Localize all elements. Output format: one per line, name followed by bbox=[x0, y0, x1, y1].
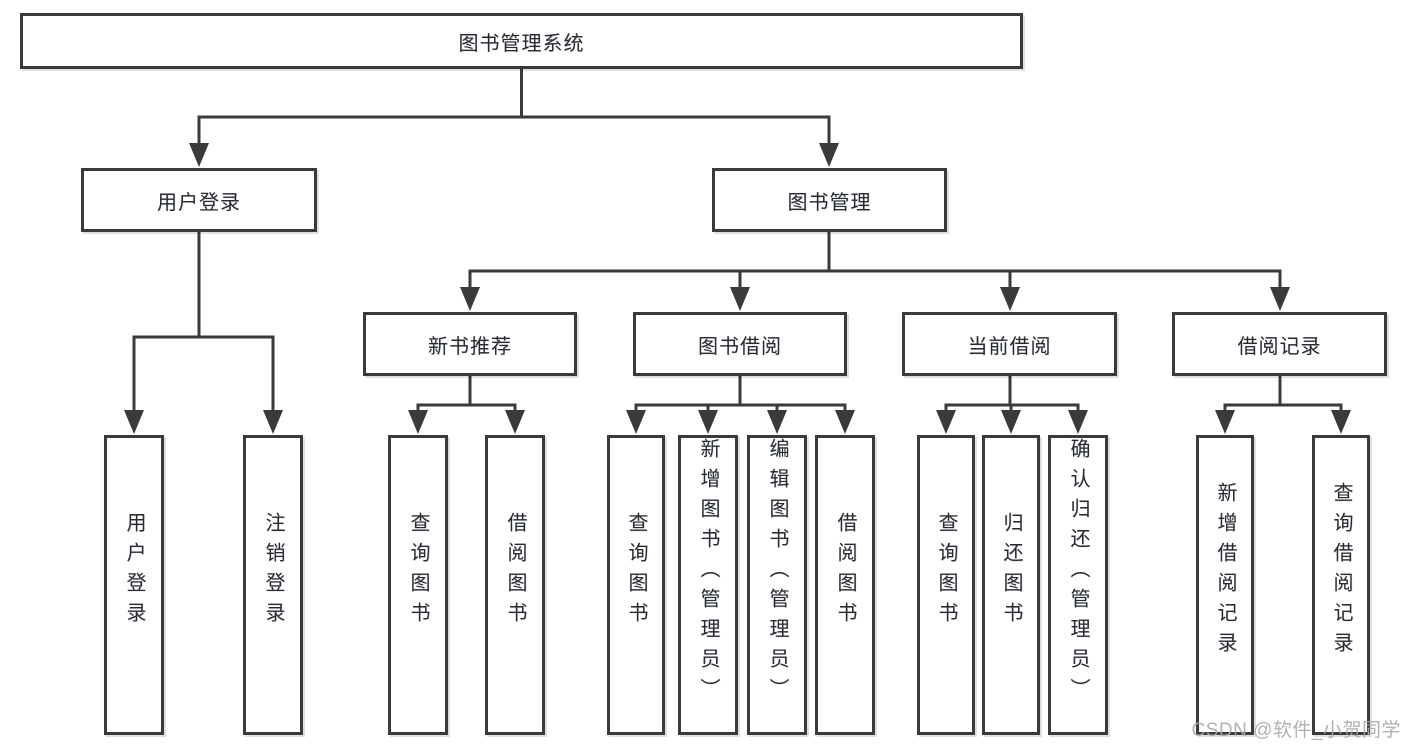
node-label: 新书推荐 bbox=[428, 335, 512, 358]
node-label: 查询图书 bbox=[407, 512, 429, 632]
leaf-borrowing-add-books-admin: 新增图书（管理员） bbox=[678, 435, 738, 735]
node-book-borrowing: 图书借阅 bbox=[633, 312, 847, 376]
node-label: 注销登录 bbox=[262, 512, 284, 632]
leaf-current-confirm-return-admin: 确认归还（管理员） bbox=[1048, 435, 1108, 735]
leaf-records-add-record: 新增借阅记录 bbox=[1196, 435, 1254, 735]
node-current-borrowing: 当前借阅 bbox=[902, 312, 1117, 376]
node-label: 图书管理 bbox=[787, 191, 872, 214]
leaf-user-login: 用户登录 bbox=[104, 435, 164, 735]
node-library-management-system: 图书管理系统 bbox=[20, 13, 1023, 69]
node-label: 用户登录 bbox=[157, 191, 241, 214]
node-label: 图书借阅 bbox=[698, 335, 782, 358]
node-book-management: 图书管理 bbox=[712, 168, 947, 232]
node-label: 当前借阅 bbox=[967, 335, 1052, 358]
leaf-borrowing-query-books: 查询图书 bbox=[607, 435, 665, 735]
node-label: 确认归还（管理员） bbox=[1067, 438, 1089, 708]
node-label: 查询图书 bbox=[935, 512, 957, 632]
node-label: 借阅记录 bbox=[1237, 335, 1322, 358]
leaf-borrowing-edit-books-admin: 编辑图书（管理员） bbox=[747, 435, 807, 735]
leaf-recommend-query-books: 查询图书 bbox=[388, 435, 448, 735]
node-label: 归还图书 bbox=[1000, 512, 1022, 632]
node-label: 编辑图书（管理员） bbox=[766, 438, 788, 708]
leaf-current-query-books: 查询图书 bbox=[917, 435, 975, 735]
node-label: 查询图书 bbox=[625, 512, 647, 632]
node-label: 借阅图书 bbox=[504, 512, 526, 632]
node-label: 查询借阅记录 bbox=[1330, 482, 1352, 662]
leaf-borrowing-borrow-books: 借阅图书 bbox=[815, 435, 875, 735]
node-user-login: 用户登录 bbox=[81, 168, 317, 232]
node-new-book-recommend: 新书推荐 bbox=[363, 312, 577, 376]
leaf-recommend-borrow-books: 借阅图书 bbox=[485, 435, 545, 735]
leaf-records-query-record: 查询借阅记录 bbox=[1312, 435, 1370, 735]
leaf-logout: 注销登录 bbox=[243, 435, 303, 735]
node-label: 用户登录 bbox=[123, 512, 145, 632]
node-label: 借阅图书 bbox=[834, 512, 856, 632]
node-borrow-records: 借阅记录 bbox=[1172, 312, 1387, 376]
node-label: 新增借阅记录 bbox=[1214, 482, 1236, 662]
leaf-current-return-books: 归还图书 bbox=[982, 435, 1040, 735]
node-label: 图书管理系统 bbox=[458, 32, 585, 55]
csdn-watermark: CSDN @软件_小贺同学 bbox=[1191, 720, 1401, 741]
node-label: 新增图书（管理员） bbox=[697, 438, 719, 708]
